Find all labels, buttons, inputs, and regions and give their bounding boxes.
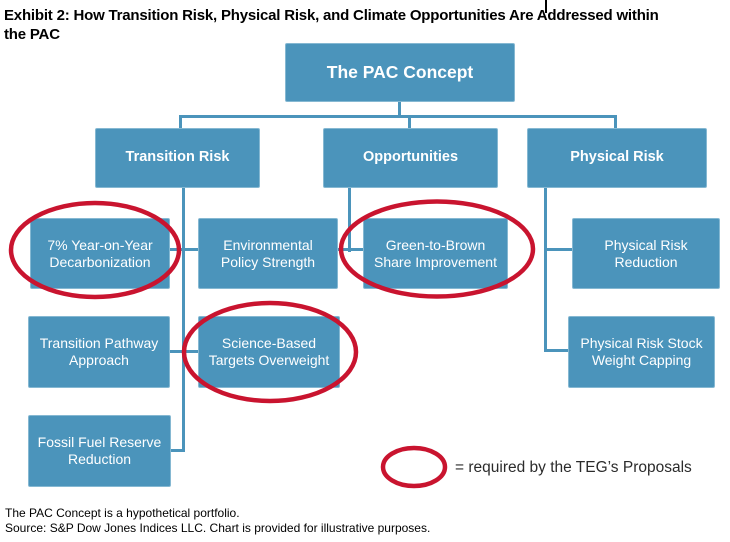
node-label: Green-to-Brown	[385, 236, 486, 253]
node-label: 7% Year-on-Year	[47, 236, 153, 253]
node-label: Weight Capping	[591, 352, 692, 368]
footnotes: The PAC Concept is a hypothetical portfo…	[5, 506, 430, 536]
node-label: Approach	[69, 352, 129, 368]
connector-branch-horizontal	[179, 115, 617, 118]
node-physical-risk: Physical Risk	[527, 128, 707, 188]
node-label: Physical Risk	[604, 236, 688, 253]
opportunities-trunk	[348, 188, 351, 252]
legend-ellipse-icon	[380, 445, 448, 489]
node-label: Transition Pathway	[39, 335, 159, 352]
transition-row4-elbow	[171, 449, 185, 452]
node-label: Transition Risk	[125, 149, 230, 166]
exhibit-title: Exhibit 2: How Transition Risk, Physical…	[4, 6, 730, 44]
connector-physical-stub	[614, 115, 617, 128]
node-opportunities: Opportunities	[323, 128, 498, 188]
transition-row3-stub	[170, 350, 198, 353]
transition-row2-stub	[170, 248, 198, 251]
node-environmental-policy-strength: Environmental Policy Strength	[198, 218, 338, 289]
node-label: Policy Strength	[220, 253, 316, 270]
node-label: Physical Risk Stock	[580, 335, 703, 352]
node-green-to-brown-share: Green-to-Brown Share Improvement	[363, 218, 508, 289]
connector-opportunities-stub	[408, 115, 411, 128]
node-pac-concept: The PAC Concept	[285, 43, 515, 102]
node-label: Targets Overweight	[208, 352, 330, 368]
node-fossil-fuel-reserve: Fossil Fuel Reserve Reduction	[28, 415, 171, 487]
node-label: Fossil Fuel Reserve	[37, 434, 162, 451]
node-label: Reduction	[67, 451, 132, 467]
physical-row3-elbow	[547, 349, 568, 352]
transition-trunk	[182, 188, 185, 452]
node-label: Share Improvement	[374, 253, 497, 270]
footnote-source: Source: S&P Dow Jones Indices LLC. Chart…	[5, 521, 431, 535]
node-transition-pathway-approach: Transition Pathway Approach	[28, 316, 170, 388]
legend-label: = required by the TEG’s Proposals	[455, 459, 692, 476]
exhibit-title-line2: the PAC	[4, 26, 60, 43]
physical-row2-stub	[547, 248, 572, 251]
node-science-based-targets: Science-Based Targets Overweight	[198, 316, 340, 388]
node-label: Opportunities	[362, 149, 459, 166]
text-cursor-artifact	[545, 0, 547, 13]
connector-root-stub	[398, 102, 401, 116]
node-label: Reduction	[614, 253, 678, 270]
opportunities-row2-stub	[338, 248, 363, 251]
node-label: Environmental	[223, 236, 313, 253]
node-label: Science-Based	[221, 335, 317, 352]
node-physical-risk-reduction: Physical Risk Reduction	[572, 218, 720, 289]
exhibit-title-line1: Exhibit 2: How Transition Risk, Physical…	[4, 7, 659, 24]
physical-trunk	[544, 188, 547, 352]
connector-transition-stub	[179, 115, 182, 128]
node-label: Decarbonization	[49, 253, 151, 270]
node-physical-risk-stock-capping: Physical Risk Stock Weight Capping	[568, 316, 715, 388]
node-yoy-decarbonization: 7% Year-on-Year Decarbonization	[30, 218, 170, 289]
node-transition-risk: Transition Risk	[95, 128, 260, 188]
footnote-hypothetical: The PAC Concept is a hypothetical portfo…	[5, 506, 240, 520]
node-label: Physical Risk	[570, 149, 664, 166]
node-label: The PAC Concept	[326, 62, 474, 83]
